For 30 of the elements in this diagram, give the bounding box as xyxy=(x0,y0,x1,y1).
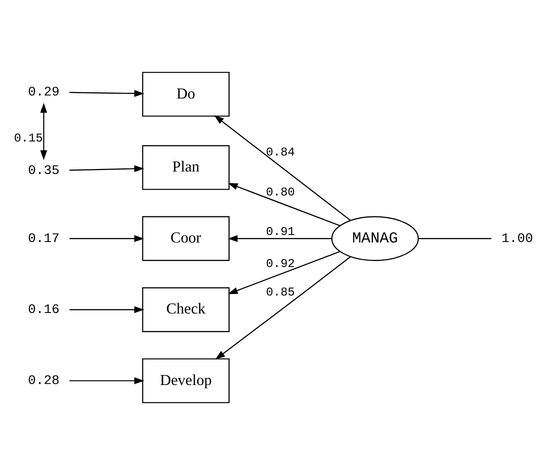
edge-label: 0.84 xyxy=(266,145,295,160)
node-text: 0.16 xyxy=(28,302,60,318)
edge-label: 0.15 xyxy=(14,131,43,146)
node-ellipse: MANAG xyxy=(331,216,419,262)
node-text: 0.28 xyxy=(28,373,60,388)
edge-label: 0.80 xyxy=(266,186,295,200)
node-box: Coor xyxy=(142,216,230,262)
arrow xyxy=(70,235,144,242)
node-text: 0.17 xyxy=(28,230,60,246)
connector xyxy=(418,238,492,240)
arrow xyxy=(228,250,340,294)
node-box: Develop xyxy=(142,358,230,404)
edge-label: 0.91 xyxy=(266,225,295,240)
arrow xyxy=(70,90,144,97)
arrow xyxy=(70,306,144,314)
node-text: 1.00 xyxy=(501,230,533,246)
arrow xyxy=(40,102,48,160)
edge-label: 0.92 xyxy=(266,256,295,271)
arrow xyxy=(228,235,332,242)
node-text: 0.29 xyxy=(28,84,60,100)
arrow xyxy=(70,377,144,384)
node-box: Do xyxy=(142,72,230,117)
node-box: Plan xyxy=(142,145,230,190)
arrow xyxy=(70,165,144,172)
edge-label: 0.85 xyxy=(266,285,295,300)
arrow xyxy=(228,183,340,226)
node-text: 0.35 xyxy=(28,163,60,178)
arrow xyxy=(214,115,351,221)
node-box: Check xyxy=(142,287,230,332)
arrow xyxy=(215,256,351,360)
